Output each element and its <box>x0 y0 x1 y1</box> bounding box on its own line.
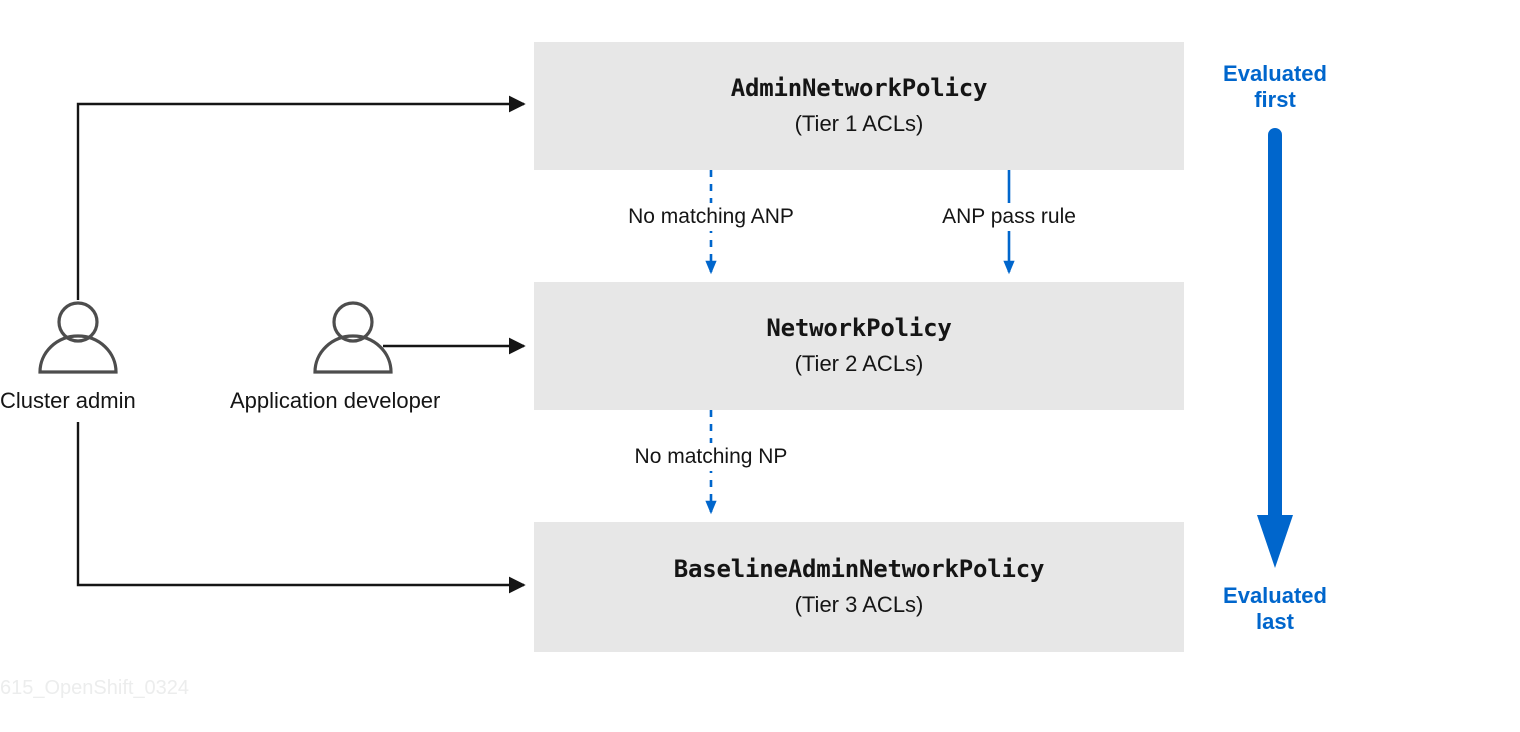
actor-label-cluster-admin: Cluster admin <box>0 388 136 413</box>
tier-subtitle: (Tier 2 ACLs) <box>794 350 924 376</box>
tier-box-baseline-admin-network-policy[interactable]: BaselineAdminNetworkPolicy (Tier 3 ACLs) <box>534 522 1184 652</box>
person-icon-application-developer <box>313 301 393 374</box>
tier-title: AdminNetworkPolicy <box>730 74 988 103</box>
connector-cluster-admin-to-banp <box>76 422 526 594</box>
tier-box-admin-network-policy[interactable]: AdminNetworkPolicy (Tier 1 ACLs) <box>534 42 1184 170</box>
edge-label-anp-pass-rule: ANP pass rule <box>935 203 1083 231</box>
person-icon-cluster-admin <box>38 301 118 374</box>
tier-subtitle: (Tier 3 ACLs) <box>794 591 924 617</box>
actor-label-application-developer: Application developer <box>230 388 441 413</box>
watermark-text: 615_OpenShift_0324 <box>0 677 190 699</box>
tier-title: NetworkPolicy <box>766 314 952 343</box>
connector-cluster-admin-to-anp <box>76 95 526 300</box>
edge-label-no-matching-anp: No matching ANP <box>621 203 801 231</box>
tier-box-network-policy[interactable]: NetworkPolicy (Tier 2 ACLs) <box>534 282 1184 410</box>
tier-title: BaselineAdminNetworkPolicy <box>673 555 1045 584</box>
evaluated-first-label: Evaluated first <box>1223 61 1327 112</box>
tier-subtitle: (Tier 1 ACLs) <box>794 110 924 136</box>
evaluated-last-label: Evaluated last <box>1223 583 1327 634</box>
edge-label-no-matching-np: No matching NP <box>627 443 795 471</box>
evaluation-order-arrow <box>1257 128 1293 568</box>
